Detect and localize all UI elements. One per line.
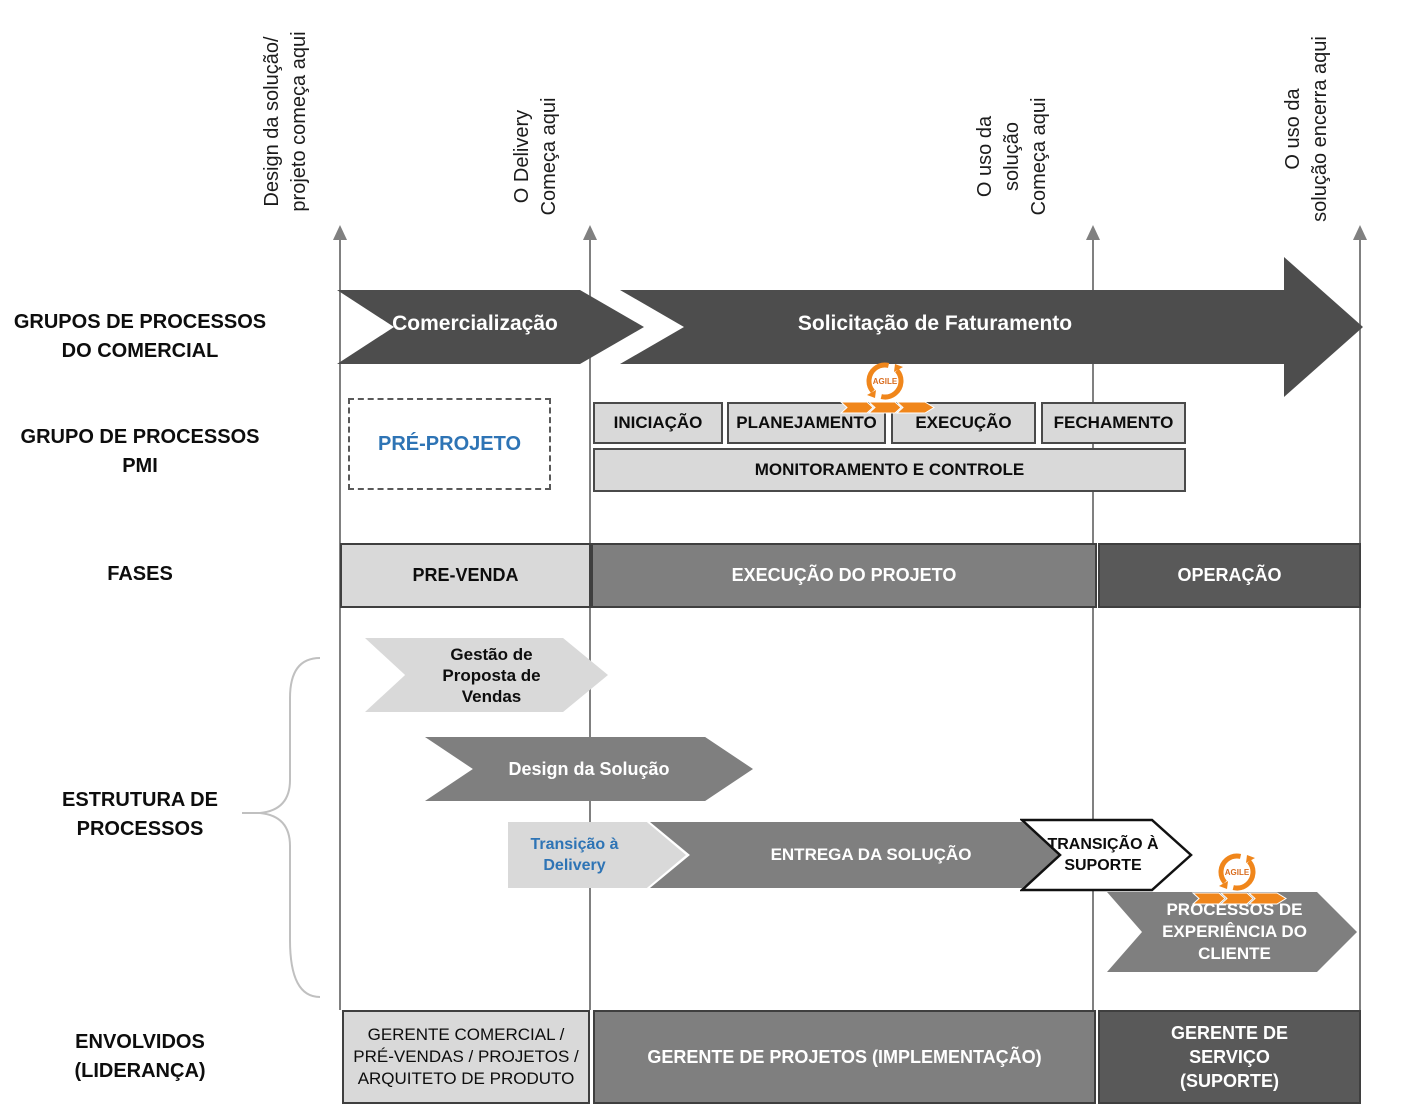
timeline-line-1 [339,240,341,1010]
solution-delivery-label: ENTREGA DA SOLUÇÃO [770,845,972,864]
timeline-line-2 [589,240,591,1010]
commercial-banner-arrows [337,257,1363,397]
agile-cycle-icon: AGILE [1191,853,1287,905]
phase-operation: OPERAÇÃO [1098,543,1361,608]
sales-proposal-arrow: Gestão de Proposta de Vendas [365,638,608,712]
row-label-process-structure: ESTRUTURA DE PROCESSOS [62,789,218,840]
solution-delivery-arrow: ENTREGA DA SOLUÇÃO [650,822,1062,888]
phase-project-execution: EXECUÇÃO DO PROJETO [591,543,1097,608]
timeline-line-4 [1359,240,1361,1010]
up-arrow-icon [583,225,597,240]
svg-text:AGILE: AGILE [1225,868,1250,877]
pre-project-box: PRÉ-PROJETO [348,398,551,490]
commercialization-arrow-label: Comercialização [392,312,558,335]
up-arrow-icon [333,225,347,240]
stakeholder-box-commercial: GERENTE COMERCIAL / PRÉ-VENDAS / PROJETO… [342,1010,590,1104]
customer-experience-arrow: PROCESSOS DE EXPERIÊNCIA DO CLIENTE [1107,892,1357,972]
milestone-label-usage-end: O uso da solução encerra aqui [1282,36,1331,222]
row-label-stakeholders: ENVOLVIDOS (LIDERANÇA) [74,1031,206,1082]
support-transition-arrow [1020,818,1193,892]
customer-experience-label: PROCESSOS DE EXPERIÊNCIA DO CLIENTE [1162,900,1307,963]
agile-cycle-icon: AGILE [839,362,935,414]
sales-proposal-label: Gestão de Proposta de Vendas [442,644,541,706]
row-label-pmi: GRUPO DE PROCESSOS PMI [20,426,260,477]
milestone-label-usage-start: O uso da solução Começa aqui [974,97,1050,216]
left-brace [242,657,321,998]
billing-request-arrow-label: Solicitação de Faturamento [797,312,1073,335]
svg-text:AGILE: AGILE [873,377,898,386]
pmi-box-planning: PLANEJAMENTO [727,402,886,444]
stakeholder-box-service-manager: GERENTE DE SERVIÇO (SUPORTE) [1098,1010,1361,1104]
milestone-label-design-start: Design da solução/ projeto começa aqui [261,31,310,212]
row-label-commercial: GRUPOS DE PROCESSOS DO COMERCIAL [13,311,267,362]
pmi-box-closing: FECHAMENTO [1041,402,1186,444]
solution-design-label: Design da Solução [508,758,670,779]
pmi-box-initiation: INICIAÇÃO [593,402,723,444]
milestone-label-delivery-start: O Delivery Começa aqui [511,97,560,216]
phase-presale: PRE-VENDA [340,543,591,608]
delivery-transition-label: Transição à Delivery [530,836,619,874]
delivery-transition-arrow: Transição à Delivery [508,822,686,888]
timeline-line-3 [1092,240,1094,1010]
pmi-box-monitoring-control: MONITORAMENTO E CONTROLE [593,448,1186,492]
stakeholder-box-project-manager: GERENTE DE PROJETOS (IMPLEMENTAÇÃO) [593,1010,1096,1104]
support-transition-label: TRANSIÇÃO À SUPORTE [1047,836,1159,874]
solution-design-arrow: Design da Solução [425,737,753,801]
row-label-phases: FASES [107,563,173,585]
up-arrow-icon [1086,225,1100,240]
pmi-box-execution: EXECUÇÃO [891,402,1036,444]
up-arrow-icon [1353,225,1367,240]
support-transition-label-box: TRANSIÇÃO À SUPORTE [1042,826,1164,884]
